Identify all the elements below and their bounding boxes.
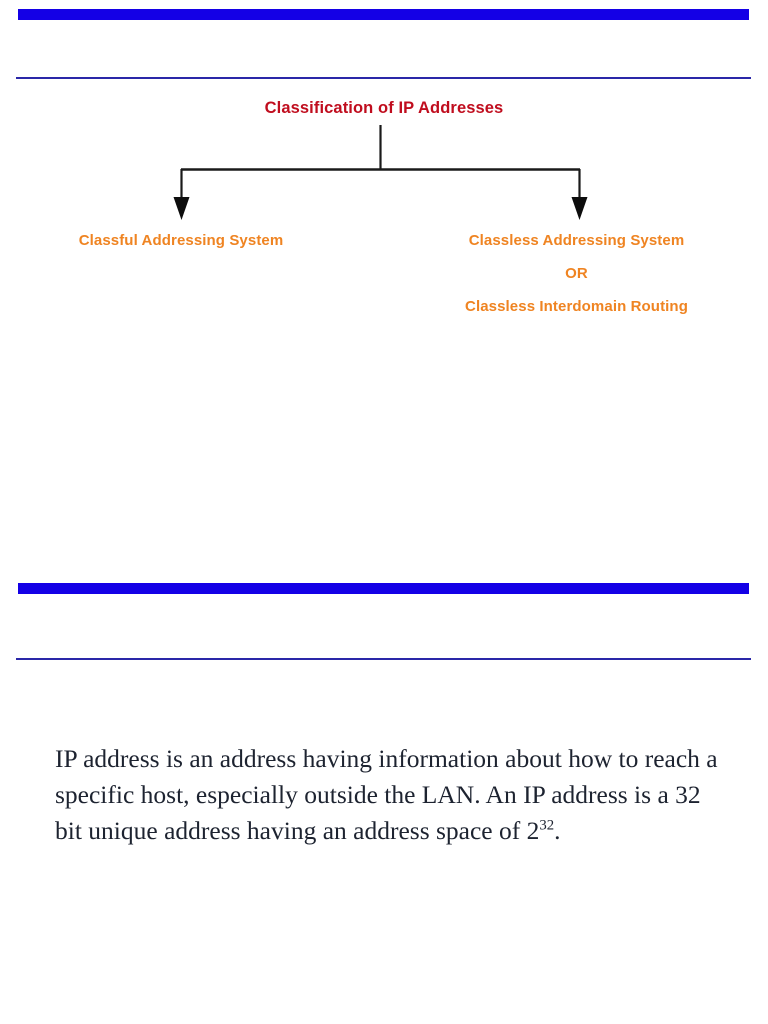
diagram-title: Classification of IP Addresses: [264, 99, 504, 117]
branch-label-classful: Classful Addressing System: [78, 232, 284, 249]
body-paragraph-exponent: 32: [539, 817, 555, 833]
middle-thick-divider: [18, 583, 749, 594]
tree-connector-lines: [173, 125, 588, 220]
slide-one: Classification of IP Addresses Classful …: [0, 77, 768, 583]
branch-group-classless: Classless Addressing System OR Classless…: [394, 232, 759, 315]
arrowhead-right-icon: [571, 197, 588, 220]
body-paragraph: IP address is an address having informat…: [55, 741, 727, 849]
body-paragraph-text: IP address is an address having informat…: [55, 743, 718, 845]
slide-two: IP address is an address having informat…: [0, 658, 768, 1024]
slide-two-top-thin-divider: [16, 658, 751, 660]
body-paragraph-period: .: [554, 815, 561, 845]
arrowhead-left-icon: [173, 197, 190, 220]
branch-label-classless: Classless Addressing System: [468, 232, 685, 249]
top-thick-divider: [18, 9, 749, 20]
slide-one-top-thin-divider: [16, 77, 751, 79]
branch-label-cidr: Classless Interdomain Routing: [465, 298, 688, 315]
branch-label-or: OR: [565, 265, 588, 282]
